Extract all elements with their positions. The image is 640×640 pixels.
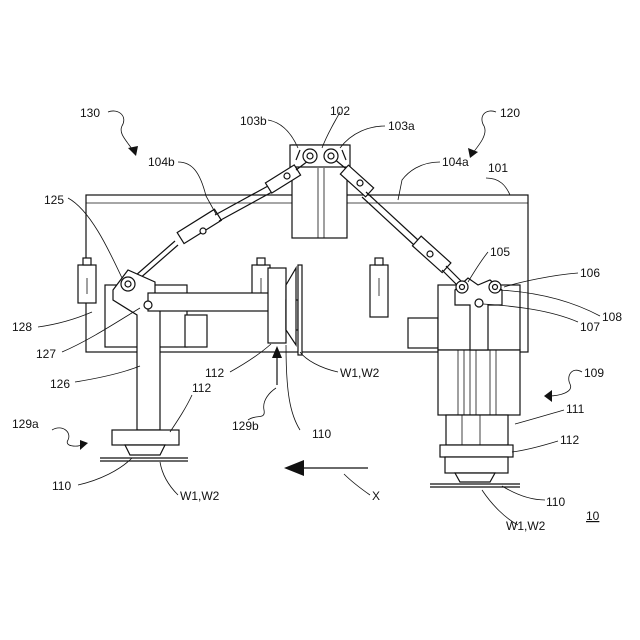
- label-110-right: 110: [546, 495, 565, 509]
- label-110-left: 110: [52, 479, 71, 493]
- direction-arrow: [284, 460, 368, 476]
- label-106: 106: [580, 266, 600, 280]
- label-w-mid: W1,W2: [340, 366, 380, 380]
- label-126: 126: [50, 377, 70, 391]
- label-127: 127: [36, 347, 56, 361]
- label-129b: 129b: [232, 419, 259, 433]
- label-110-mid: 110: [312, 427, 331, 441]
- label-107: 107: [580, 320, 600, 334]
- label-112-left: 112: [192, 381, 211, 395]
- label-103a: 103a: [388, 119, 415, 133]
- label-102: 102: [330, 104, 350, 118]
- label-111: 111: [566, 402, 585, 416]
- label-101: 101: [488, 161, 508, 175]
- label-104b: 104b: [148, 155, 175, 169]
- label-129a: 129a: [12, 417, 39, 431]
- left-head-129a: [100, 430, 188, 461]
- label-120: 120: [500, 106, 520, 120]
- label-103b: 103b: [240, 114, 267, 128]
- label-128: 128: [12, 320, 32, 334]
- label-104a: 104a: [442, 155, 469, 169]
- label-112-mid: 112: [205, 366, 224, 380]
- sensor-left: [78, 258, 96, 303]
- label-105: 105: [490, 245, 510, 259]
- label-x: X: [372, 489, 380, 503]
- sensor-right: [370, 258, 388, 317]
- label-w-left: W1,W2: [180, 489, 220, 503]
- label-w-right: W1,W2: [506, 519, 546, 533]
- label-125: 125: [44, 193, 64, 207]
- label-112-right: 112: [560, 433, 579, 447]
- label-10: 10: [586, 509, 600, 523]
- label-108: 108: [602, 310, 622, 324]
- label-109: 109: [584, 366, 604, 380]
- label-130: 130: [80, 106, 100, 120]
- center-block-102: [290, 145, 350, 238]
